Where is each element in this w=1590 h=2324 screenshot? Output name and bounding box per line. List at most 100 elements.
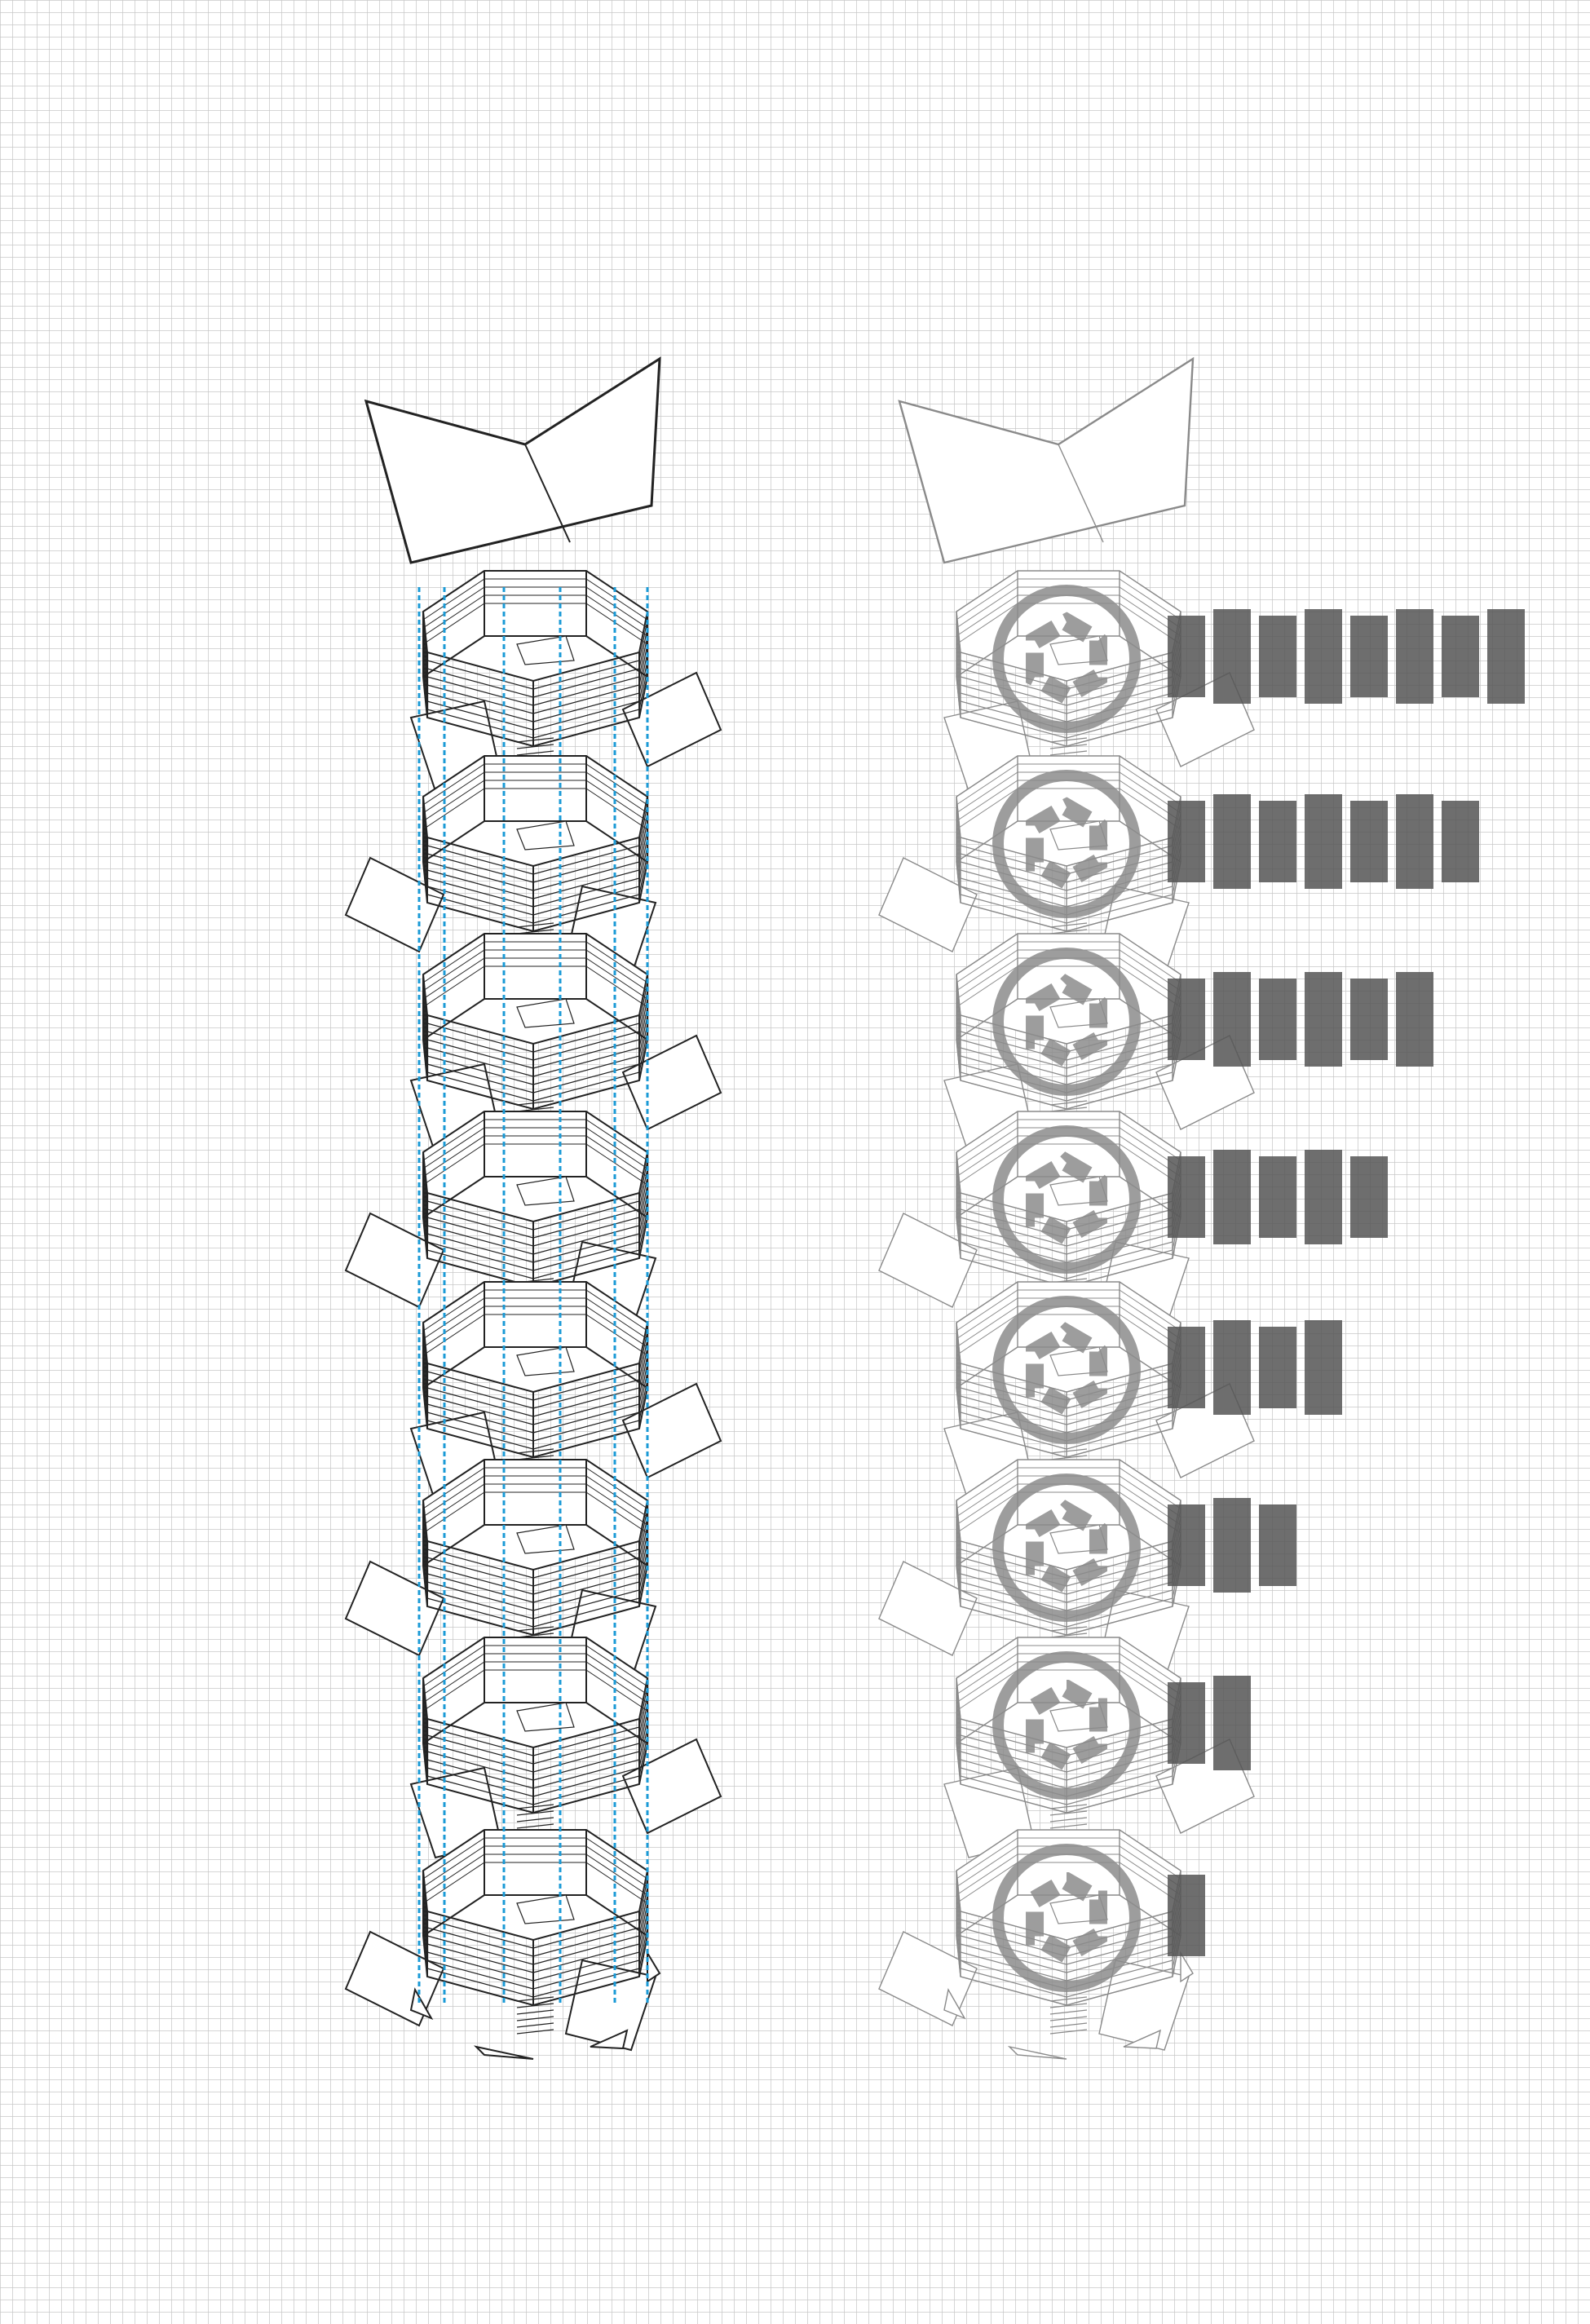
platform — [878, 1561, 978, 1656]
logo-mark — [992, 1125, 1141, 1274]
wall-slat — [956, 1281, 1018, 1323]
wall-slat — [426, 1363, 534, 1393]
stair-tread — [516, 2003, 554, 2008]
wall-slat — [956, 1031, 961, 1073]
wall-slat — [956, 804, 961, 846]
wall-slat — [532, 1581, 640, 1611]
wall-slat — [532, 1014, 640, 1045]
wall-slat — [585, 1661, 648, 1703]
wall-slat — [532, 1249, 640, 1279]
wall-slat — [422, 1653, 485, 1695]
wall-slat — [956, 1919, 961, 1961]
wall-slat — [532, 1023, 640, 1053]
bar — [1168, 1327, 1205, 1408]
bar — [1442, 616, 1479, 697]
stair-tread — [516, 2016, 554, 2021]
wall-slat — [585, 1669, 648, 1712]
wall-slat — [1066, 1775, 1173, 1805]
wall-slat — [532, 1959, 640, 1990]
wall-slat — [422, 763, 485, 806]
wall-slat — [956, 627, 961, 669]
wall-slat — [422, 1111, 485, 1153]
wall-slat — [532, 1055, 640, 1085]
wall-slat — [956, 780, 1018, 822]
wall-slat — [422, 1645, 485, 1687]
wall-slat — [638, 1726, 648, 1769]
wall-slat — [426, 1208, 534, 1239]
platform — [878, 1213, 978, 1308]
wall-slat — [532, 1911, 640, 1941]
wall-slat — [1066, 1249, 1173, 1279]
stair-tread — [1049, 2029, 1088, 2035]
wall-slat — [956, 1314, 1018, 1356]
bar — [1305, 972, 1342, 1067]
wall-slat — [422, 1297, 485, 1340]
wall-slat — [532, 1968, 640, 1998]
wall-slat — [638, 1532, 648, 1575]
wall-slat — [1066, 717, 1173, 747]
wall-slat — [956, 1363, 961, 1405]
wall-slat — [426, 1395, 534, 1425]
logo-ring — [992, 1651, 1141, 1800]
bar-groups — [992, 585, 1525, 1992]
roof-ridge — [524, 444, 571, 543]
level-module — [344, 1111, 657, 1333]
wall-slat — [532, 652, 640, 682]
logo-hexagon — [1026, 1500, 1107, 1595]
wall-slat — [585, 1297, 648, 1340]
wall-slat — [956, 603, 1018, 645]
wall-slat — [1119, 1645, 1181, 1687]
stair-tread — [1049, 1996, 1088, 2002]
wall-slat — [426, 1387, 534, 1417]
bar — [1213, 1150, 1251, 1244]
wall-slat — [532, 845, 640, 875]
wall-slat — [956, 1532, 961, 1575]
wall-slat — [956, 1694, 961, 1736]
wall-slat — [956, 1338, 961, 1381]
wall-slat — [638, 643, 648, 686]
wall-slat — [956, 755, 1018, 797]
wall-slat — [956, 1718, 961, 1761]
wall-slat — [638, 1919, 648, 1961]
roof-ridge — [1058, 444, 1104, 543]
wall-slat — [956, 1661, 1018, 1703]
stair-tread — [516, 744, 554, 749]
wall-slat — [956, 1160, 961, 1202]
wall-slat — [638, 1911, 648, 1953]
platform — [878, 857, 978, 952]
wall-slat — [532, 1589, 640, 1619]
wall-slat — [956, 1837, 1018, 1880]
wall-slat — [1119, 570, 1181, 612]
wall-slat — [956, 861, 961, 904]
wall-slat — [585, 1459, 648, 1501]
wall-slat — [1119, 941, 1181, 983]
logo-hexagon — [1026, 1678, 1107, 1773]
wall-slat — [422, 1483, 485, 1526]
bar — [1442, 801, 1479, 882]
wall-slat — [960, 1718, 1067, 1748]
wall-slat — [960, 1783, 1067, 1814]
wall-slat — [956, 676, 961, 718]
wall-slat — [532, 1775, 640, 1805]
wall-slat — [585, 1119, 648, 1161]
bar — [1259, 1327, 1296, 1408]
wall-slat — [1066, 1743, 1173, 1773]
wall-slat — [956, 949, 1018, 992]
wall-slat — [532, 1387, 640, 1417]
bar — [1487, 609, 1525, 704]
bar — [1350, 979, 1388, 1060]
wall-slat — [532, 1540, 640, 1571]
footing — [1007, 2045, 1067, 2060]
wall-slat — [585, 1143, 648, 1186]
wall-slat — [956, 1371, 961, 1413]
wall-slat — [426, 1919, 534, 1949]
wall-slat — [532, 717, 640, 747]
wall-slat — [638, 1014, 648, 1057]
wall-slat — [585, 1653, 648, 1695]
wall-slat — [638, 1208, 648, 1251]
blue-guide-lines — [417, 587, 649, 2006]
wall-slat — [422, 788, 485, 830]
wall-slat — [638, 1371, 648, 1413]
wall-slat — [426, 1420, 534, 1450]
logo-hexagon — [1026, 797, 1107, 891]
